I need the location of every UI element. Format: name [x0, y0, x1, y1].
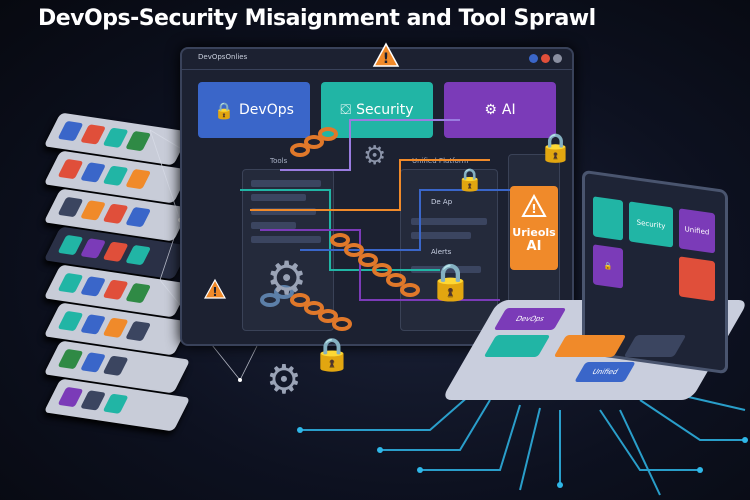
lock-icon: 🔒 — [428, 262, 473, 303]
tool-row — [251, 194, 306, 201]
laptop-tile-unified[interactable]: Unified — [679, 208, 715, 254]
tool-row — [251, 222, 296, 229]
tile-security[interactable]: ⛋ Security — [321, 82, 433, 138]
svg-text:!: ! — [383, 51, 389, 67]
tool-row — [251, 180, 321, 187]
laptop-base-tile[interactable] — [553, 335, 627, 357]
svg-text:!: ! — [212, 285, 217, 299]
tile-label: DevOps — [239, 102, 294, 118]
tile-label: Unified — [684, 225, 710, 237]
tile-label: Security — [356, 102, 414, 118]
robot-icon: ⚙ — [484, 102, 497, 118]
lock-icon: 🔒 — [456, 168, 484, 193]
card-line2: AI — [526, 239, 542, 254]
warning-icon: ! — [372, 42, 400, 67]
laptop-tile-security[interactable]: Security — [629, 201, 673, 248]
chain-icon — [260, 285, 294, 307]
shield-icon: ⛋ — [340, 102, 352, 118]
lock-icon: 🔒 — [214, 100, 235, 120]
unified-row — [411, 232, 471, 239]
warning-icon: ! — [521, 193, 547, 217]
window-dot[interactable] — [541, 54, 550, 63]
page-title: DevOps-Security Misaignment and Tool Spr… — [38, 6, 596, 31]
laptop-base-tile-devops[interactable]: DevOps — [493, 308, 567, 330]
tile-devops[interactable]: 🔒 DevOps — [198, 82, 310, 138]
window-url: DevOpsOnlies — [198, 53, 248, 61]
lock-icon: 🔒 — [603, 261, 613, 272]
lock-icon: 🔒 — [312, 335, 352, 373]
tile-label: Unified — [590, 368, 620, 376]
gear-icon: ⚙ — [266, 251, 308, 305]
unified-item: De Ap — [431, 198, 453, 206]
tool-row — [251, 208, 316, 215]
svg-text:!: ! — [531, 202, 536, 216]
alerts-label: Alerts — [431, 248, 452, 256]
tool-row — [251, 236, 321, 243]
window-titlebar: DevOpsOnlies — [182, 49, 572, 70]
window-dot[interactable] — [529, 54, 538, 63]
unified-row — [411, 218, 487, 225]
gear-icon: ⚙ — [363, 141, 387, 171]
tile-label: Security — [636, 218, 666, 231]
laptop-tile[interactable] — [593, 196, 623, 241]
tile-label: DevOps — [513, 315, 547, 323]
gear-icon: ⚙ — [266, 357, 302, 403]
laptop-tile[interactable]: 🔒 — [593, 244, 623, 289]
lock-icon: 🔒 — [538, 131, 573, 164]
tile-ai[interactable]: ⚙ AI — [444, 82, 556, 138]
unified-row — [411, 266, 481, 273]
tools-heading: Tools — [270, 157, 288, 165]
tile-label: AI — [501, 102, 516, 118]
laptop-tile[interactable] — [679, 256, 715, 302]
ai-alert-card[interactable]: ! Urieols AI — [510, 186, 558, 270]
window-dot[interactable] — [553, 54, 562, 63]
chain-icon — [290, 127, 420, 331]
card-line1: Urieols — [512, 226, 556, 239]
warning-icon: ! — [203, 278, 227, 299]
